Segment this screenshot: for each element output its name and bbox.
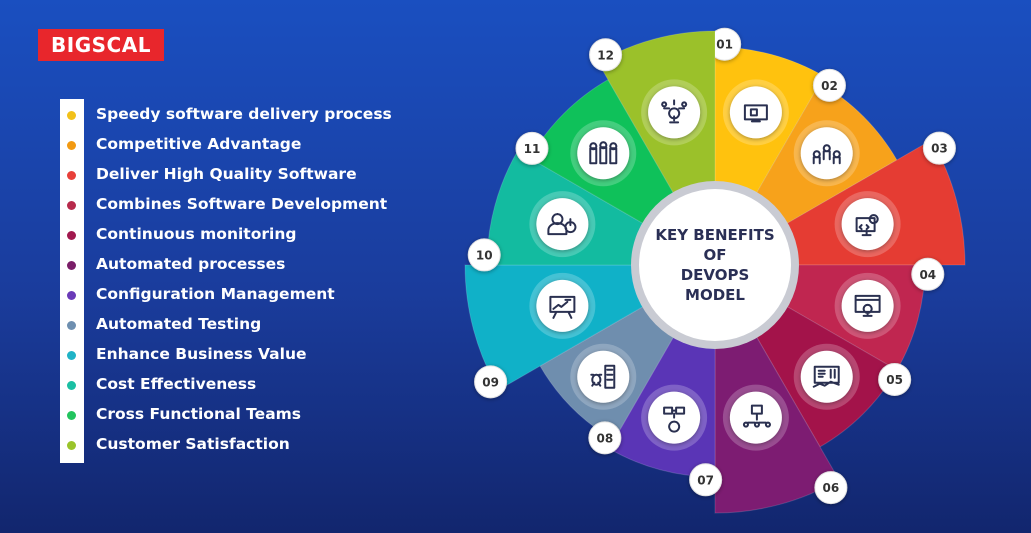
segment-number: 02 <box>821 79 838 93</box>
benefit-label: Cost Effectiveness <box>96 375 257 393</box>
wheel-segment-06: 06 <box>714 333 848 514</box>
brand-logo: BIGSCAL <box>38 29 164 61</box>
segment-number: 09 <box>482 375 499 389</box>
benefit-label: Cross Functional Teams <box>96 405 302 423</box>
wheel-segment-08: 08 <box>539 304 676 455</box>
wheel-segment-12: 12 <box>589 30 716 197</box>
bullet-dot-icon <box>67 171 76 180</box>
segment-number-badge: 08 <box>588 421 622 455</box>
segment-number-badge: 06 <box>814 471 848 505</box>
segment-number-badge: 09 <box>474 365 508 399</box>
segment-number: 11 <box>524 142 541 156</box>
wheel-segment-11: 11 <box>515 78 676 226</box>
segment-number-badge: 02 <box>812 68 846 102</box>
benefit-label: Enhance Business Value <box>96 345 307 363</box>
segment-number: 07 <box>697 473 714 487</box>
segment-number-badge: 03 <box>922 131 956 165</box>
segment-number: 04 <box>919 268 936 282</box>
bullet-dot-icon <box>67 261 76 270</box>
wheel-segment-09: 09 <box>464 264 647 399</box>
wheel-segment-10: 10 <box>467 150 647 272</box>
segment-number-badge: 07 <box>689 463 723 497</box>
brand-logo-text: BIGSCAL <box>51 33 151 57</box>
bullet-dot-icon <box>67 141 76 150</box>
bug-code-icon <box>570 343 637 410</box>
browser-gear-icon <box>834 272 901 339</box>
wheel-segment-02: 02 <box>754 68 898 226</box>
person-money-icon <box>529 191 596 258</box>
segment-number: 05 <box>886 373 903 387</box>
bullet-dot-icon <box>67 381 76 390</box>
benefit-label: Speedy software delivery process <box>96 105 392 123</box>
benefit-label: Combines Software Development <box>96 195 388 213</box>
benefit-label: Customer Satisfaction <box>96 435 290 453</box>
center-title: KEY BENEFITS OF DEVOPS MODEL <box>631 181 799 349</box>
network-gear-icon <box>641 79 708 146</box>
bullet-dot-icon <box>67 351 76 360</box>
segment-number-badge: 05 <box>878 362 912 396</box>
segment-number-badge: 11 <box>515 131 549 165</box>
wheel-segment-05: 05 <box>754 304 912 448</box>
workflow-icon <box>722 384 789 451</box>
bullet-dot-icon <box>67 231 76 240</box>
business-team-icon <box>570 120 637 187</box>
segment-number: 08 <box>597 431 614 445</box>
segment-number: 01 <box>716 38 733 52</box>
monitor-box-icon <box>722 79 789 146</box>
segment-number-badge: 12 <box>589 38 623 72</box>
presentation-icon <box>529 272 596 339</box>
team-leader-icon <box>793 120 860 187</box>
bullet-dot-icon <box>67 411 76 420</box>
wheel-segment-07: 07 <box>608 333 723 497</box>
bullet-dot-icon <box>67 321 76 330</box>
wheel-segment-04: 04 <box>783 257 945 371</box>
gears-icon <box>641 384 708 451</box>
segment-number-badge: 04 <box>911 257 945 291</box>
bullet-dot-icon <box>67 441 76 450</box>
segment-number: 03 <box>931 142 948 156</box>
center-title-line: MODEL <box>685 286 745 304</box>
benefit-label: Competitive Advantage <box>96 135 302 153</box>
benefit-label: Automated processes <box>96 255 286 273</box>
dashboard-icon <box>793 343 860 410</box>
benefit-label: Deliver High Quality Software <box>96 165 357 183</box>
segment-number-badge: 10 <box>467 238 501 272</box>
bullet-dot-icon <box>67 111 76 120</box>
benefit-list-strip <box>60 99 84 463</box>
segment-number: 12 <box>597 48 614 62</box>
center-title-line: OF <box>704 246 727 264</box>
wheel-segment-01: 01 <box>708 27 825 197</box>
segment-number: 06 <box>823 481 840 495</box>
center-title-line: DEVOPS <box>681 266 750 284</box>
segment-number: 10 <box>476 248 493 262</box>
bullet-dot-icon <box>67 201 76 210</box>
code-gear-icon <box>834 191 901 258</box>
benefit-label: Continuous monitoring <box>96 225 297 243</box>
bullet-dot-icon <box>67 291 76 300</box>
wheel-segment-03: 03 <box>783 131 966 266</box>
benefit-label: Configuration Management <box>96 285 335 303</box>
benefit-label: Automated Testing <box>96 315 262 333</box>
segment-number-badge: 01 <box>708 27 742 61</box>
center-title-line: KEY BENEFITS <box>655 226 774 244</box>
